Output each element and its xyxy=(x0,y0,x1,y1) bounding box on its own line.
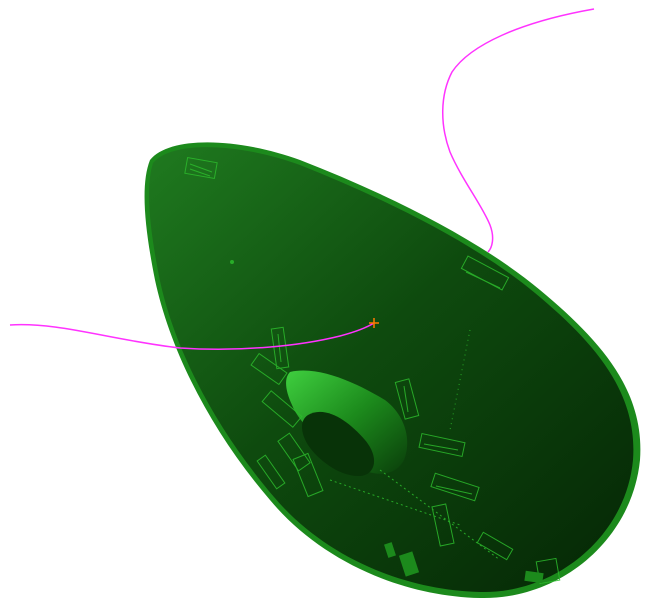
trajectory-upper[interactable] xyxy=(442,8,595,253)
detail-panel xyxy=(418,432,466,458)
detail-panel xyxy=(292,452,324,498)
detail-panel xyxy=(430,472,480,502)
trajectory-point-marker[interactable] xyxy=(369,318,379,328)
dish-surface xyxy=(149,147,634,593)
trajectory-lower[interactable] xyxy=(9,322,375,350)
detail-line xyxy=(449,329,471,431)
detail-panel xyxy=(460,255,510,291)
detail-panel xyxy=(250,352,288,386)
cavity-shadow xyxy=(302,411,375,477)
rim-block xyxy=(384,542,396,558)
detail-line xyxy=(379,469,501,561)
cavity-rim xyxy=(286,370,408,474)
detail-panel xyxy=(476,531,514,561)
detail-panel xyxy=(261,390,303,428)
detail-panel xyxy=(184,156,218,180)
rim-block xyxy=(524,570,544,584)
surface-details xyxy=(184,156,561,585)
detail-panel xyxy=(270,326,290,370)
detail-panel xyxy=(277,432,311,472)
detail-panel xyxy=(394,378,420,420)
rim-block xyxy=(398,551,420,577)
detail-dot xyxy=(230,260,234,264)
detail-panel xyxy=(256,454,286,490)
detail-panel xyxy=(431,503,455,547)
rim-blocks xyxy=(384,542,544,584)
trajectory[interactable] xyxy=(9,8,595,350)
dish-model[interactable] xyxy=(144,142,641,599)
